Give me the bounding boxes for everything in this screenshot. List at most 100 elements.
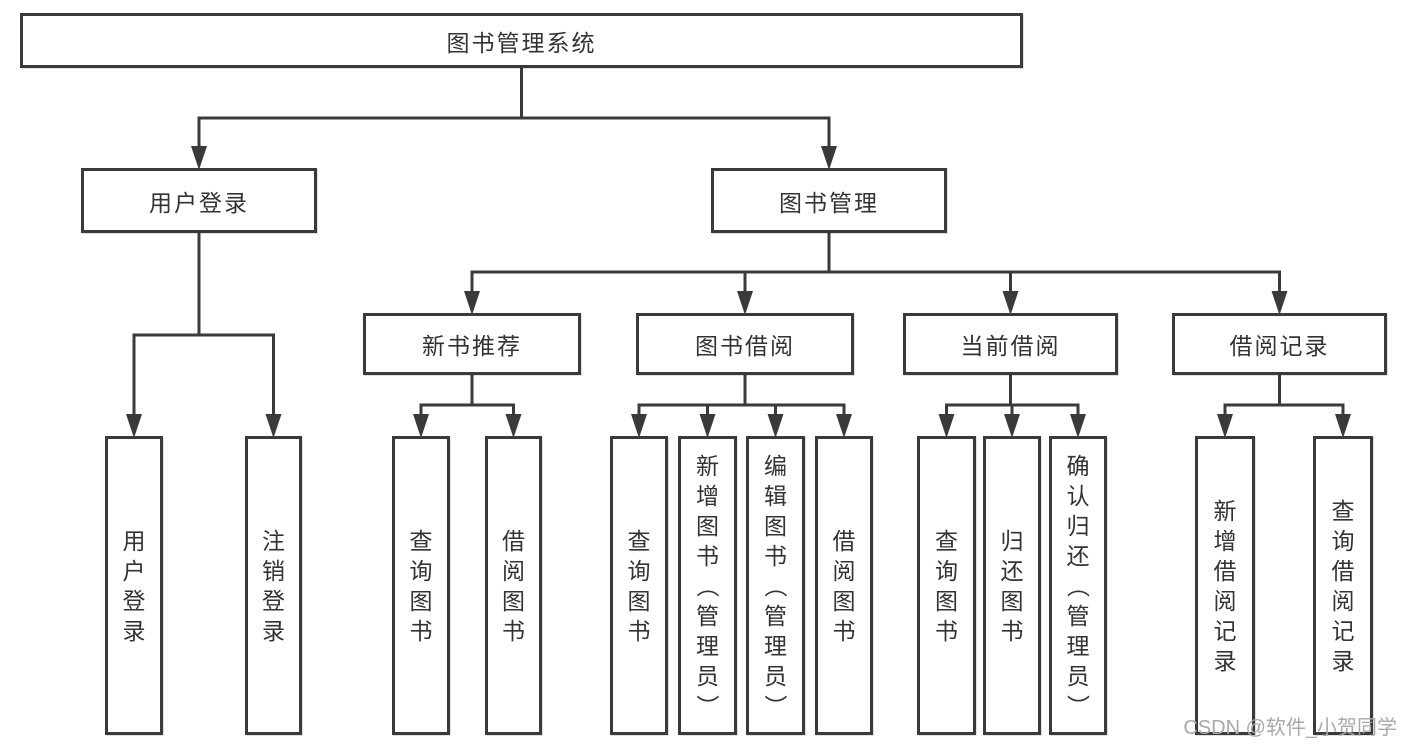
arrowhead-v-query-book-3 [938, 414, 955, 438]
arrowhead-v-query-book-2 [631, 414, 647, 438]
arrowhead-user-login [191, 146, 207, 170]
node-v-query-book-1-char: 查 [409, 527, 433, 554]
node-v-add-book-char: 增 [696, 482, 719, 509]
node-v-borrow-book-2: 借阅图书 [815, 436, 873, 735]
node-v-return-book-char: 图 [1000, 587, 1024, 614]
node-v-add-record-char: 阅 [1213, 587, 1237, 614]
node-v-add-book-char: ） [694, 694, 721, 717]
node-v-add-record-char: 借 [1213, 557, 1237, 584]
node-book-borrow-label: 图书借阅 [695, 333, 795, 359]
node-v-add-record-char: 录 [1213, 647, 1237, 674]
arrowhead-book-borrow [737, 291, 753, 315]
csdn-watermark: CSDN @软件_小贺同学 [1183, 717, 1397, 739]
node-v-query-book-2-char: 书 [627, 617, 651, 644]
node-v-add-book-char: 员 [696, 662, 719, 689]
node-v-query-record-char: 询 [1331, 527, 1355, 554]
node-v-edit-book-char: 书 [764, 542, 787, 569]
node-v-query-book-3-char: 图 [935, 587, 958, 614]
node-v-add-book-char: 理 [696, 632, 719, 659]
arrowhead-v-query-record [1335, 414, 1351, 438]
node-v-confirm-return: 确认归还（管理员） [1049, 436, 1107, 735]
node-v-add-book-char: 图 [696, 512, 719, 539]
node-v-logout-char: 注 [262, 527, 285, 554]
node-v-logout-char: 登 [262, 587, 285, 614]
node-v-return-book-char: 还 [1000, 557, 1024, 584]
node-v-query-record-char: 查 [1331, 497, 1355, 524]
node-v-edit-book-char: 图 [764, 512, 787, 539]
node-v-borrow-book-2-char: 书 [832, 617, 856, 644]
node-v-logout-char: 销 [262, 557, 285, 584]
node-v-confirm-return-char: 理 [1066, 632, 1090, 659]
node-v-edit-book-char: 辑 [764, 482, 787, 509]
node-v-confirm-return-char: ） [1065, 694, 1091, 717]
arrowhead-book-mgmt [821, 146, 837, 170]
node-book-mgmt-label: 图书管理 [779, 189, 879, 216]
arrowhead-v-add-record [1217, 414, 1233, 438]
node-v-confirm-return-char: 认 [1066, 482, 1090, 509]
node-v-query-book-3-char: 书 [935, 617, 958, 644]
node-v-query-record-char: 阅 [1331, 587, 1355, 614]
node-v-edit-book-char: 编 [764, 452, 787, 479]
node-v-user-login: 用户登录 [105, 436, 163, 735]
node-v-add-record-char: 新 [1213, 497, 1237, 524]
arrowhead-borrow-record [1271, 291, 1288, 315]
node-current-borrow-label: 当前借阅 [960, 333, 1061, 359]
node-v-add-record-char: 记 [1213, 617, 1237, 644]
node-v-query-record: 查询借阅记录 [1313, 436, 1373, 735]
node-v-user-login-char: 录 [122, 617, 146, 644]
node-v-query-record-char: 录 [1331, 647, 1355, 674]
node-v-query-book-2-char: 询 [627, 557, 651, 584]
node-v-confirm-return-char: 归 [1066, 512, 1090, 539]
node-v-borrow-book-1: 借阅图书 [485, 436, 542, 735]
node-v-user-login-char: 户 [122, 557, 146, 584]
arrowhead-v-user-login [126, 414, 142, 438]
node-v-query-book-3-char: 询 [935, 557, 958, 584]
node-v-add-record: 新增借阅记录 [1195, 436, 1255, 735]
node-v-return-book-char: 归 [1000, 527, 1024, 554]
node-v-user-login-char: 用 [122, 527, 146, 554]
arrowhead-v-edit-book [767, 414, 784, 438]
arrowhead-new-book-rec [464, 291, 480, 315]
node-v-query-book-3: 查询图书 [917, 436, 976, 735]
node-v-add-record-char: 增 [1213, 527, 1237, 554]
node-v-query-book-2-char: 查 [627, 527, 651, 554]
node-v-edit-book-char: 理 [764, 632, 787, 659]
node-root: 图书管理系统 [20, 13, 1023, 68]
node-v-query-book-1-char: 询 [409, 557, 433, 584]
node-v-edit-book-char: 员 [764, 662, 787, 689]
node-new-book-rec: 新书推荐 [363, 313, 581, 375]
node-v-confirm-return-char: 确 [1066, 452, 1090, 479]
node-current-borrow: 当前借阅 [903, 313, 1118, 375]
node-v-borrow-book-2-char: 借 [832, 527, 856, 554]
node-v-add-book-char: （ [694, 574, 721, 597]
node-v-edit-book: 编辑图书（管理员） [746, 436, 805, 735]
node-v-query-record-char: 记 [1331, 617, 1355, 644]
node-v-logout: 注销登录 [245, 436, 302, 735]
node-root-label: 图书管理系统 [446, 29, 597, 56]
node-v-confirm-return-char: 员 [1066, 662, 1090, 689]
node-v-borrow-book-1-char: 阅 [502, 557, 525, 584]
arrowhead-current-borrow [1002, 291, 1019, 315]
node-borrow-record: 借阅记录 [1172, 313, 1387, 375]
arrowhead-v-borrow-book-1 [505, 414, 522, 438]
arrowhead-v-logout [265, 414, 282, 438]
node-v-add-book-char: 管 [696, 602, 719, 629]
arrowhead-v-add-book [699, 414, 716, 438]
node-v-borrow-book-1-char: 书 [502, 617, 525, 644]
node-v-borrow-book-1-char: 借 [502, 527, 525, 554]
node-v-add-book-char: 新 [696, 452, 719, 479]
node-v-logout-char: 录 [262, 617, 285, 644]
node-borrow-record-label: 借阅记录 [1229, 333, 1330, 359]
node-v-query-record-char: 借 [1331, 557, 1355, 584]
node-v-query-book-2: 查询图书 [610, 436, 668, 735]
node-book-mgmt: 图书管理 [711, 168, 947, 233]
node-v-confirm-return-char: 还 [1066, 542, 1090, 569]
node-v-borrow-book-2-char: 阅 [832, 557, 856, 584]
node-v-user-login-char: 登 [122, 587, 146, 614]
node-new-book-rec-label: 新书推荐 [422, 333, 522, 359]
node-v-query-book-1: 查询图书 [392, 436, 450, 735]
node-user-login-label: 用户登录 [149, 189, 249, 216]
